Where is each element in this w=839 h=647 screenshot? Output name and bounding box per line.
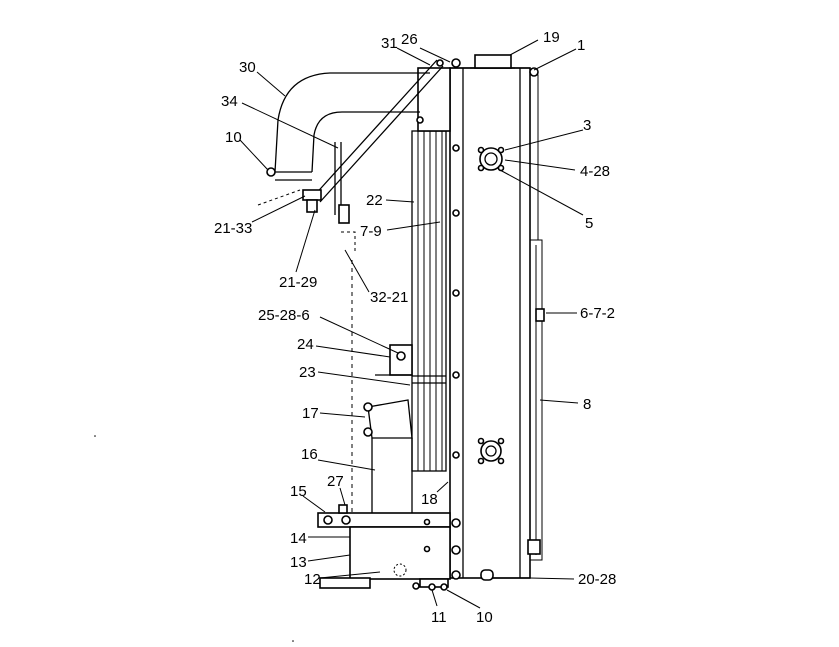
label-25-28-6: 25-28-6 bbox=[258, 307, 310, 324]
stray-dot bbox=[292, 640, 294, 642]
leader-lines bbox=[239, 39, 584, 609]
bottom-drain bbox=[412, 539, 541, 591]
label-4-28: 4-28 bbox=[580, 163, 610, 180]
label-17: 17 bbox=[302, 405, 319, 422]
label-24: 24 bbox=[297, 336, 314, 353]
label-20-28: 20-28 bbox=[578, 571, 616, 588]
core-side-bolts bbox=[451, 144, 461, 580]
label-10-bottom: 10 bbox=[476, 609, 493, 626]
label-32-21: 32-21 bbox=[370, 289, 408, 306]
fan-shroud bbox=[411, 130, 447, 472]
lower-port-flange bbox=[477, 437, 505, 465]
support-bracket bbox=[334, 142, 342, 215]
label-1: 1 bbox=[577, 37, 585, 54]
rod-end-bolt bbox=[302, 189, 322, 213]
part-labels: 1 3 4-28 5 6-7-2 8 20-28 10 11 12 13 14 … bbox=[214, 29, 616, 626]
label-34: 34 bbox=[221, 93, 238, 110]
shroud-bolt bbox=[416, 116, 424, 124]
upper-port-flange bbox=[477, 146, 505, 172]
upper-hose bbox=[274, 72, 430, 181]
label-31: 31 bbox=[381, 35, 398, 52]
label-13: 13 bbox=[290, 554, 307, 571]
clamp-block bbox=[338, 204, 350, 224]
lower-hose-clamp-bracket bbox=[363, 399, 413, 439]
label-19: 19 bbox=[543, 29, 560, 46]
label-26: 26 bbox=[401, 31, 418, 48]
label-30: 30 bbox=[239, 59, 256, 76]
label-6-7-2: 6-7-2 bbox=[580, 305, 615, 322]
top-bolt bbox=[451, 58, 461, 68]
label-10-top: 10 bbox=[225, 129, 242, 146]
drain-plug bbox=[480, 569, 494, 581]
fan-guard-bolt bbox=[396, 351, 406, 361]
label-3: 3 bbox=[583, 117, 591, 134]
filler-cap bbox=[470, 54, 515, 69]
stray-dot bbox=[94, 435, 96, 437]
hidden-lines bbox=[257, 189, 356, 520]
label-21-33: 21-33 bbox=[214, 220, 252, 237]
tie-rod bbox=[311, 59, 444, 203]
bottom-flange bbox=[317, 504, 451, 528]
lower-hose bbox=[371, 438, 413, 515]
upper-hose-clamp bbox=[266, 167, 276, 177]
label-18: 18 bbox=[421, 491, 438, 508]
label-21-29: 21-29 bbox=[279, 274, 317, 291]
label-14: 14 bbox=[290, 530, 307, 547]
side-drain-cock bbox=[535, 308, 545, 322]
label-5: 5 bbox=[585, 215, 593, 232]
label-23: 23 bbox=[299, 364, 316, 381]
label-27: 27 bbox=[327, 473, 344, 490]
label-8: 8 bbox=[583, 396, 591, 413]
right-top-bolt bbox=[529, 67, 539, 77]
label-7-9: 7-9 bbox=[360, 223, 382, 240]
bottom-pipe-body bbox=[319, 518, 451, 589]
label-12: 12 bbox=[304, 571, 321, 588]
label-16: 16 bbox=[301, 446, 318, 463]
label-22: 22 bbox=[366, 192, 383, 209]
label-11: 11 bbox=[431, 609, 447, 626]
label-15: 15 bbox=[290, 483, 307, 500]
